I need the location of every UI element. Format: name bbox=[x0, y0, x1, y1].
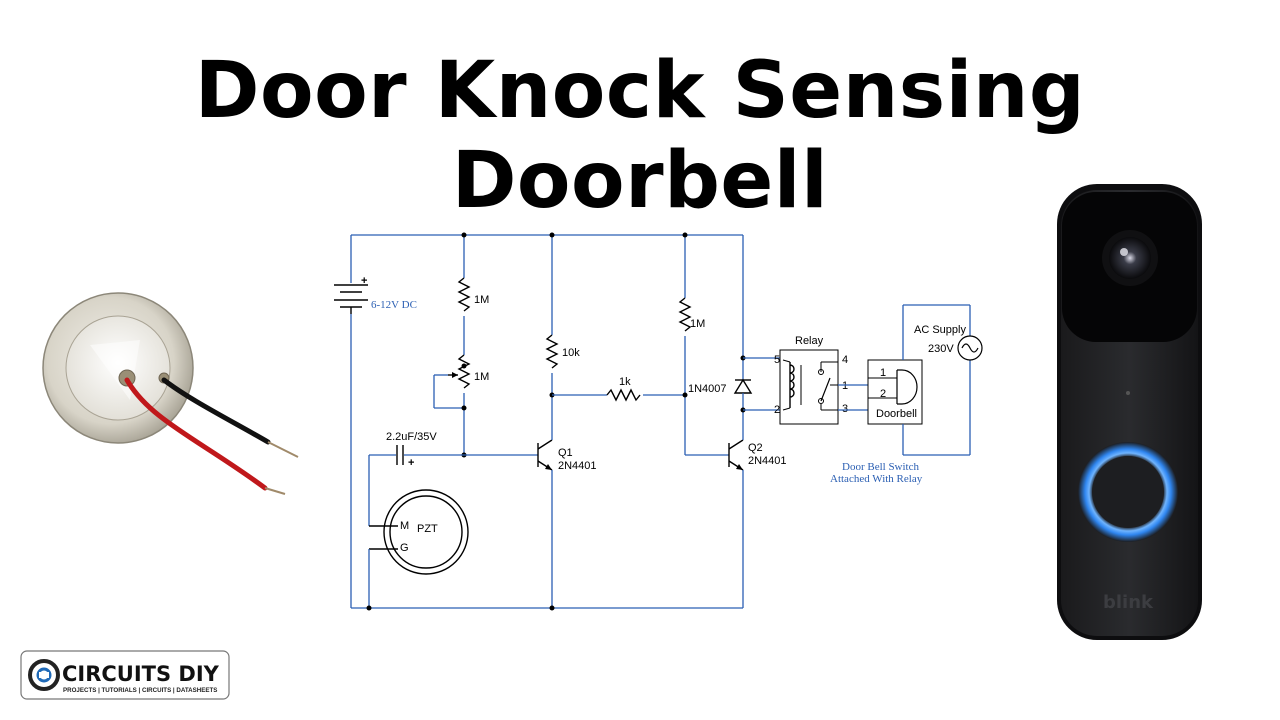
battery-symbol bbox=[334, 284, 368, 314]
doorbell-pin1: 1 bbox=[880, 367, 886, 379]
ac-source-symbol bbox=[957, 335, 983, 361]
supply-label: 6-12V DC bbox=[371, 299, 417, 311]
r3-label: 10k bbox=[562, 347, 580, 359]
circuits-diy-logo: CIRCUITS DIY PROJECTS | TUTORIALS | CIRC… bbox=[20, 650, 230, 700]
cap-label: 2.2uF/35V bbox=[386, 431, 437, 443]
r5-label: 1k bbox=[619, 376, 631, 388]
diode bbox=[733, 358, 753, 440]
pzt-label: PZT bbox=[417, 523, 438, 535]
transistor-q1 bbox=[537, 439, 553, 471]
doorbell-pin2: 2 bbox=[880, 388, 886, 400]
piezo-disc-photo bbox=[42, 292, 299, 495]
pzt-m-label: M bbox=[400, 520, 409, 532]
q1-part: 2N4401 bbox=[558, 460, 597, 472]
resistor-r1 bbox=[457, 277, 471, 312]
r1-label: 1M bbox=[474, 294, 489, 306]
pzt-sensor bbox=[369, 489, 469, 575]
logo-name: CIRCUITS DIY bbox=[62, 662, 220, 686]
doorbell-switch-box bbox=[867, 359, 923, 425]
relay-pin2: 2 bbox=[774, 404, 780, 416]
resistor-r5 bbox=[606, 388, 641, 402]
resistor-r4 bbox=[678, 297, 692, 332]
relay-label: Relay bbox=[795, 335, 824, 347]
logo-tagline: PROJECTS | TUTORIALS | CIRCUITS | DATASH… bbox=[63, 687, 217, 694]
diode-label: 1N4007 bbox=[688, 383, 727, 395]
potentiometer bbox=[457, 354, 471, 389]
ac-volt-label: 230V bbox=[928, 343, 954, 355]
resistor-r3 bbox=[545, 334, 559, 369]
ac-supply-label: AC Supply bbox=[914, 324, 966, 336]
relay bbox=[779, 349, 839, 425]
doorbell-label: Doorbell bbox=[876, 408, 917, 420]
pzt-g-label: G bbox=[400, 542, 409, 554]
relay-pin1: 1 bbox=[842, 380, 848, 392]
circuit-schematic: + 6-12V DC 1M 1M + 2.2uF/35V bbox=[334, 232, 983, 611]
device-brand: blink bbox=[1103, 592, 1154, 613]
relay-pin3: 3 bbox=[842, 403, 848, 415]
q2-part: 2N4401 bbox=[748, 455, 787, 467]
r4-label: 1M bbox=[690, 318, 705, 330]
battery-plus: + bbox=[361, 275, 367, 287]
relay-pin4: 4 bbox=[842, 354, 848, 366]
switch-note-line1: Door Bell Switch bbox=[842, 461, 919, 473]
pot-label: 1M bbox=[474, 371, 489, 383]
switch-note-line2: Attached With Relay bbox=[830, 473, 923, 485]
q1-label: Q1 bbox=[558, 447, 573, 459]
relay-pin5: 5 bbox=[774, 354, 780, 366]
page-title: Door Knock Sensing Doorbell bbox=[194, 46, 1086, 226]
transistor-q2 bbox=[728, 439, 744, 471]
cap-plus: + bbox=[408, 457, 414, 469]
q2-label: Q2 bbox=[748, 442, 763, 454]
doorbell-device-photo: blink bbox=[1057, 184, 1202, 640]
